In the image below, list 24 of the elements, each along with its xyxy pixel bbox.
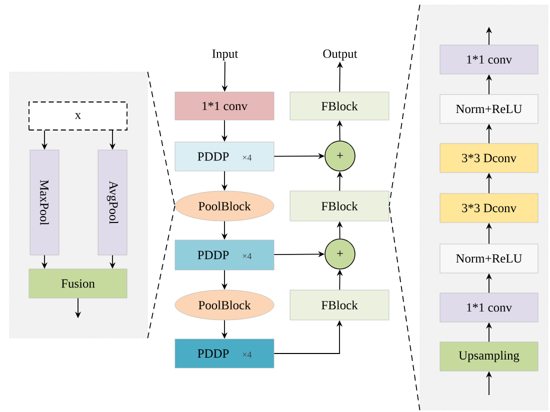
pooling-box: AvgPool: [98, 150, 128, 256]
process-box: Upsampling: [440, 342, 538, 372]
zoom-line: [147, 206, 176, 339]
process-box: PDDP ×4: [174, 240, 274, 270]
text-label: Output: [323, 50, 358, 60]
process-box: FBlock: [290, 92, 390, 120]
process-box: PDDP ×4: [174, 142, 274, 172]
process-box: 3*3 Dconv: [440, 193, 538, 223]
process-box: Norm+ReLU: [440, 94, 538, 124]
zoom-line: [388, 206, 420, 411]
process-box: PDDP ×4: [174, 338, 274, 368]
process-box: 1*1 conv: [440, 44, 538, 74]
pooling-box: MaxPool: [30, 150, 60, 256]
process-box: 1*1 conv: [440, 292, 538, 322]
zoom-line: [388, 4, 420, 206]
process-box: Norm+ReLU: [440, 244, 538, 274]
process-box: Fusion: [28, 268, 128, 298]
input-box: x: [28, 102, 128, 130]
process-box: 1*1 conv: [174, 92, 274, 120]
zoom-line: [147, 71, 176, 206]
process-box: 3*3 Dconv: [440, 143, 538, 173]
process-box: FBlock: [290, 190, 390, 222]
process-box: FBlock: [290, 290, 390, 320]
text-label: Input: [212, 50, 238, 60]
